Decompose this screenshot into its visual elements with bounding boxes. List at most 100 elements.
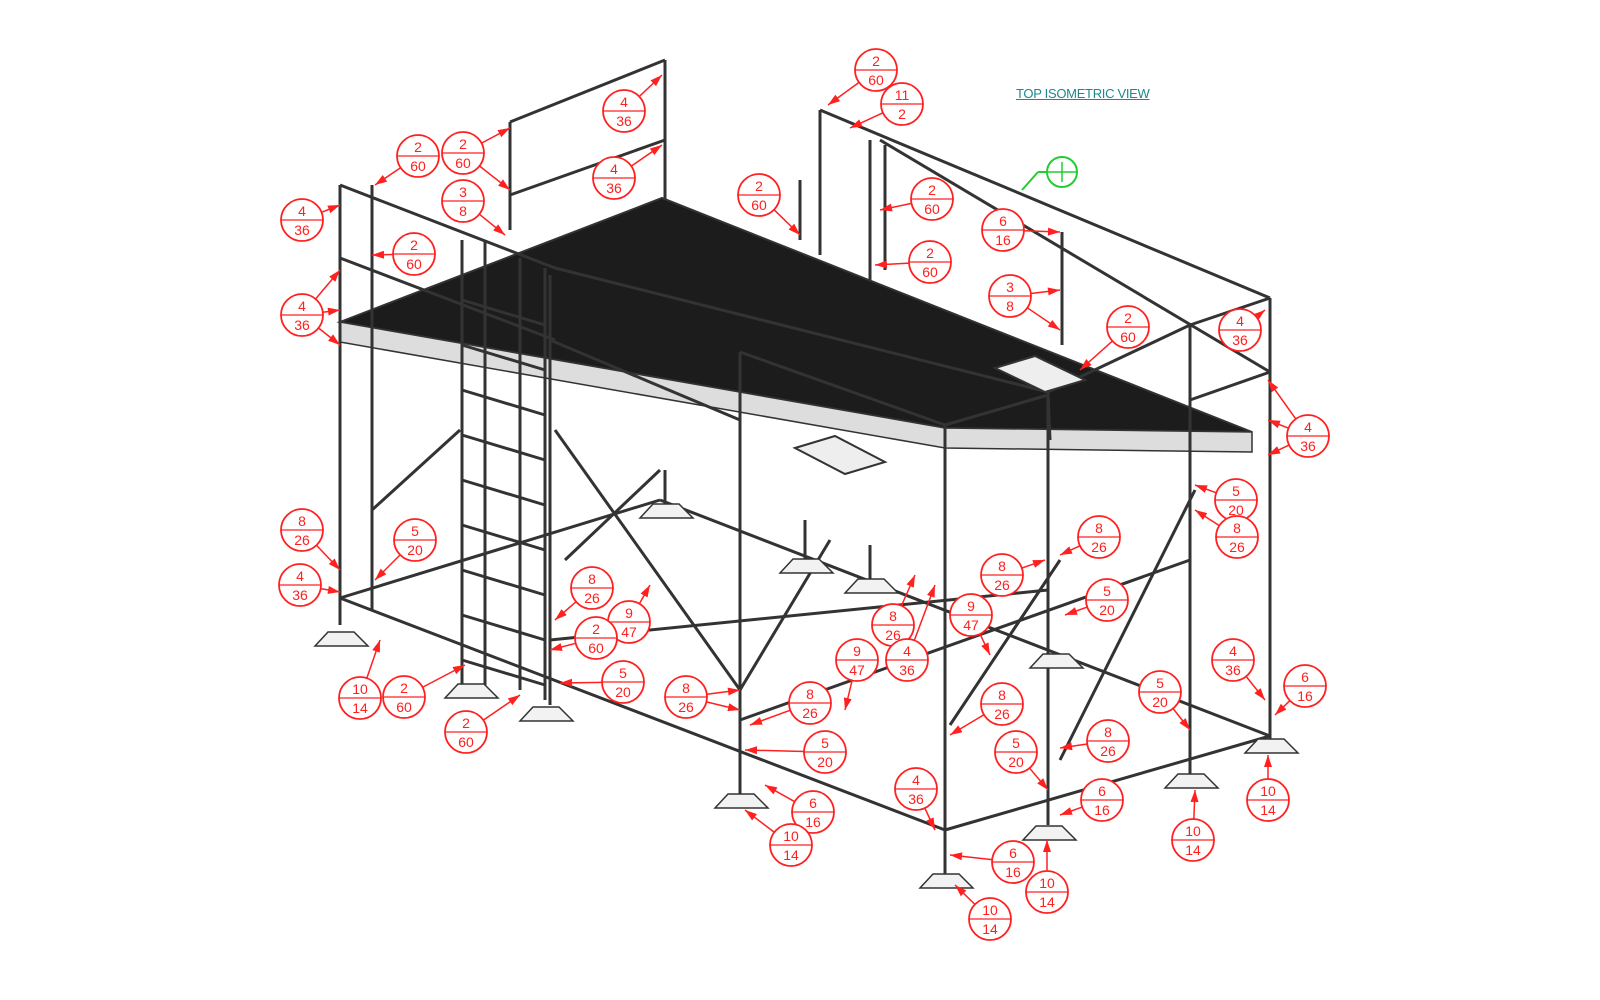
- arrowhead-icon: [493, 224, 505, 235]
- item-quantity: 36: [294, 222, 310, 238]
- arrowhead-icon: [1195, 510, 1208, 520]
- balloon-callout: 436: [885, 584, 936, 682]
- item-number: 5: [821, 735, 829, 751]
- item-quantity: 26: [1091, 539, 1107, 555]
- item-quantity: 14: [783, 847, 799, 863]
- scaffold-tube: [1189, 370, 1271, 402]
- arrowhead-icon: [950, 852, 963, 861]
- item-number: 5: [1156, 675, 1164, 691]
- arrowhead-icon: [1254, 688, 1265, 700]
- item-quantity: 20: [1228, 502, 1244, 518]
- item-quantity: 26: [1100, 743, 1116, 759]
- item-quantity: 60: [751, 197, 767, 213]
- item-number: 8: [889, 608, 897, 624]
- item-quantity: 8: [1006, 298, 1014, 314]
- balloon-callout: 947: [949, 593, 993, 656]
- arrowhead-icon: [372, 250, 385, 259]
- item-number: 2: [872, 53, 880, 69]
- balloon-callout: 436: [280, 198, 341, 242]
- item-quantity: 60: [406, 256, 422, 272]
- item-number: 6: [1301, 669, 1309, 685]
- base-plate: [843, 578, 900, 594]
- item-number: 2: [926, 245, 934, 261]
- scaffold-tube: [339, 498, 661, 600]
- base-plate: [313, 631, 370, 647]
- balloon-callout: 260: [879, 177, 954, 221]
- balloon-callout: 112: [849, 82, 924, 129]
- balloon-callout: 826: [980, 553, 1046, 597]
- scaffold-tube: [1058, 489, 1197, 761]
- arrowhead-icon: [926, 817, 935, 830]
- balloon-callout: 826: [749, 681, 832, 726]
- item-quantity: 36: [1300, 438, 1316, 454]
- item-number: 6: [809, 795, 817, 811]
- balloon-callout: 436: [280, 269, 341, 346]
- item-number: 8: [1095, 520, 1103, 536]
- item-number: 6: [1098, 783, 1106, 799]
- arrowhead-icon: [850, 119, 863, 128]
- item-number: 8: [588, 571, 596, 587]
- scaffold-tube: [1046, 391, 1052, 441]
- arrowhead-icon: [875, 260, 888, 269]
- balloon-callout: 616: [981, 208, 1061, 252]
- item-number: 9: [967, 598, 975, 614]
- balloon-callout: 520: [1138, 670, 1191, 731]
- base-plate: [1163, 773, 1220, 789]
- item-number: 6: [1009, 845, 1017, 861]
- balloon-callout: 436: [1211, 638, 1266, 701]
- balloon-callout: 260: [444, 694, 521, 754]
- arrowhead-icon: [640, 585, 650, 598]
- item-quantity: 20: [1152, 694, 1168, 710]
- item-number: 4: [1304, 419, 1312, 435]
- arrowhead-icon: [1047, 287, 1060, 296]
- arrowhead-icon: [1047, 319, 1060, 330]
- item-number: 9: [625, 605, 633, 621]
- item-number: 3: [1006, 279, 1014, 295]
- item-number: 10: [783, 828, 799, 844]
- item-quantity: 20: [615, 684, 631, 700]
- arrowhead-icon: [981, 642, 990, 655]
- item-number: 4: [298, 203, 306, 219]
- balloon-callout: 826: [554, 566, 614, 621]
- arrowhead-icon: [1268, 380, 1279, 393]
- balloon-callout: 436: [1218, 308, 1266, 352]
- item-quantity: 8: [459, 203, 467, 219]
- balloon-callout: 826: [280, 508, 341, 571]
- item-number: 11: [895, 87, 910, 103]
- balloon-callout: 616: [1274, 664, 1327, 716]
- arrowhead-icon: [1195, 485, 1208, 493]
- arrowhead-icon: [750, 717, 763, 725]
- item-quantity: 60: [588, 640, 604, 656]
- scaffold-tube: [554, 266, 1049, 394]
- item-number: 4: [912, 772, 920, 788]
- item-quantity: 20: [1099, 602, 1115, 618]
- scaffold-tube: [739, 350, 946, 427]
- arrowhead-icon: [1268, 420, 1281, 429]
- balloon-callout: 436: [592, 144, 663, 200]
- arrowhead-icon: [329, 270, 340, 282]
- item-quantity: 26: [1229, 539, 1245, 555]
- item-quantity: 36: [606, 180, 622, 196]
- balloon-callout: 826: [1059, 515, 1121, 559]
- item-quantity: 16: [1094, 802, 1110, 818]
- base-plate: [1021, 825, 1078, 841]
- view-title: TOP ISOMETRIC VIEW: [1016, 86, 1150, 101]
- arrowhead-icon: [1060, 546, 1073, 555]
- item-quantity: 60: [924, 201, 940, 217]
- item-quantity: 60: [1120, 329, 1136, 345]
- arrowhead-icon: [328, 334, 340, 345]
- base-plate: [518, 706, 575, 722]
- arrowhead-icon: [828, 94, 841, 105]
- item-quantity: 16: [1005, 864, 1021, 880]
- item-quantity: 26: [994, 706, 1010, 722]
- arrowhead-icon: [727, 703, 740, 712]
- item-quantity: 26: [994, 577, 1010, 593]
- base-plate: [1243, 738, 1300, 754]
- item-quantity: 26: [678, 699, 694, 715]
- item-number: 6: [999, 213, 1007, 229]
- arrowhead-icon: [327, 205, 340, 214]
